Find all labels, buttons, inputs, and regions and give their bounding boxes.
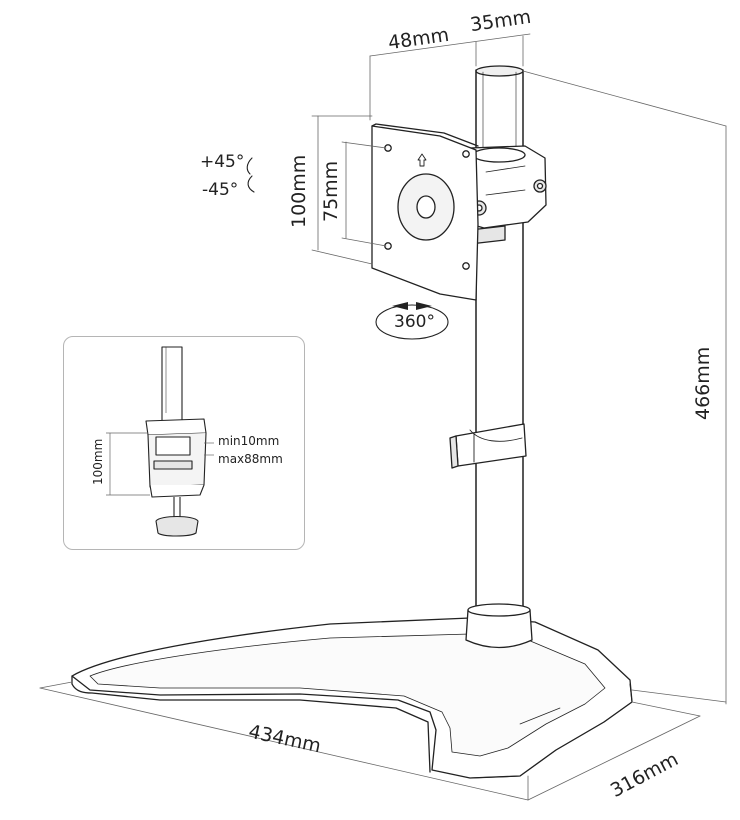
desk-clamp-drawing bbox=[106, 346, 214, 537]
swivel-arrow bbox=[375, 302, 449, 340]
tilt-down-label: -45° bbox=[202, 180, 239, 200]
height-label: 466mm bbox=[692, 346, 714, 420]
tilt-arrows bbox=[246, 157, 255, 193]
pole-collar bbox=[465, 603, 533, 649]
clamp-inset-panel: 100mm min10mm max88mm bbox=[63, 336, 305, 550]
dimension-lines bbox=[39, 33, 727, 801]
vesa-100-label: 100mm bbox=[288, 154, 310, 228]
vesa-75-label: 75mm bbox=[320, 160, 342, 222]
tilt-up-label: +45° bbox=[200, 152, 245, 172]
base-plate bbox=[71, 617, 633, 779]
cable-clip bbox=[449, 423, 527, 469]
clamp-height-label: 100mm bbox=[91, 438, 105, 485]
swivel-label: 360° bbox=[394, 312, 435, 332]
clamp-max-label: max88mm bbox=[218, 452, 283, 466]
arm-bracket bbox=[469, 145, 547, 245]
clamp-min-label: min10mm bbox=[218, 434, 280, 448]
vesa-plate bbox=[371, 123, 479, 301]
